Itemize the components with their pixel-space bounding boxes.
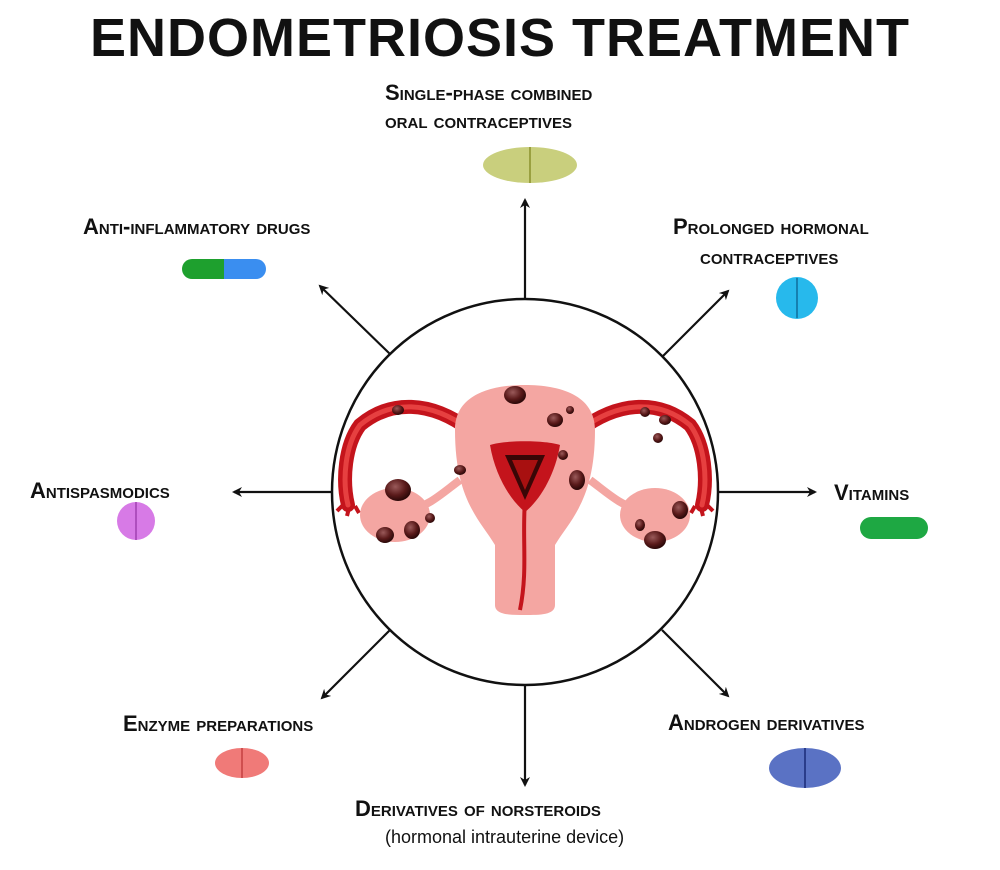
pill-right [860,517,928,539]
pill-top-right [776,277,818,319]
label-top-left: Anti-inflammatory drugs [83,214,311,239]
pill-bottom-right [769,748,841,788]
label-top-line1: Single-phase combined [385,80,593,105]
label-top-right-line2: contraceptives [700,244,839,269]
pill-top-left [182,259,266,279]
uterus-illustration [335,385,715,615]
pill-bottom-left [215,748,269,778]
pill-top [483,147,577,183]
label-top-right-line1: Prolonged hormonal [673,214,869,239]
arrow-top-right [661,289,730,358]
arrow-bottom-left [320,629,391,700]
label-bottom: Derivatives of norsteroids [355,796,601,821]
arrow-bottom-right [661,629,730,698]
label-bottom-right: Androgen derivatives [668,710,865,735]
pill-left [117,502,155,540]
label-left: Antispasmodics [30,478,170,503]
arrow-top-left [318,284,391,355]
arrows [232,198,817,787]
page-title: ENDOMETRIOSIS TREATMENT [89,8,910,68]
label-top-line2: oral contraceptives [385,108,572,133]
label-bottom-sub: (hormonal intrauterine device) [385,827,625,847]
label-bottom-left: Enzyme preparations [123,711,314,736]
label-right: Vitamins [834,480,910,505]
endometriosis-lesions [376,386,688,549]
